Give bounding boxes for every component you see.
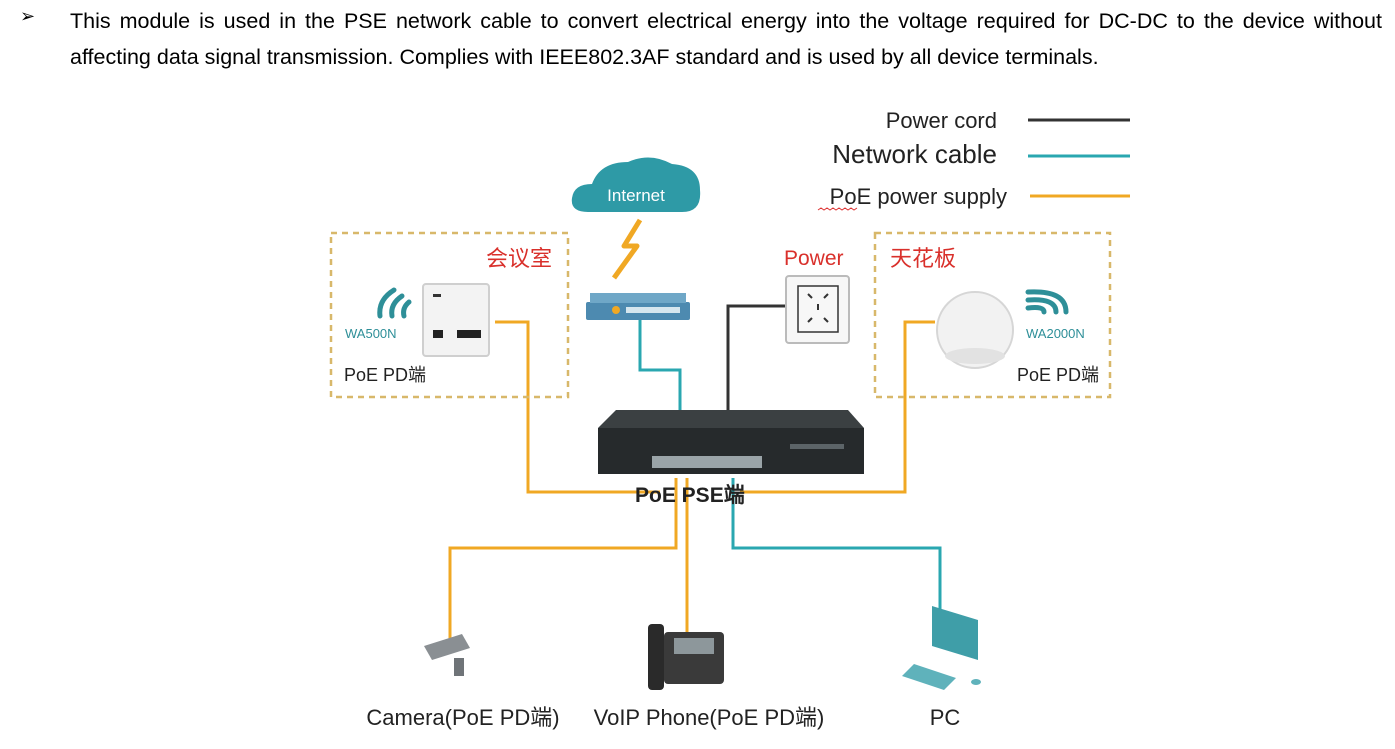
- wall-ap-port-1: [433, 330, 443, 338]
- router-ports: [626, 307, 680, 313]
- poe-switch: PoE PSE端: [598, 410, 864, 507]
- ceiling-ap-shadow: [945, 348, 1005, 364]
- internet-cloud: Internet: [571, 157, 701, 212]
- legend: Power cord Network cable PoE power suppl…: [817, 108, 1130, 211]
- lightning-bolt-icon: [611, 218, 643, 280]
- outlet-slot-4: [807, 317, 813, 323]
- pc-device: PC: [902, 606, 981, 730]
- cloud-icon: [571, 157, 701, 212]
- legend-network-cable-label: Network cable: [832, 139, 997, 169]
- poe-line-left-ap: [495, 320, 660, 494]
- phone-device: VoIP Phone(PoE PD端): [594, 624, 825, 730]
- network-line-pc: [731, 478, 942, 610]
- network-line-router: [638, 318, 682, 418]
- wall-ap-dash: [433, 294, 441, 297]
- camera-mount: [454, 658, 464, 676]
- phone-handset-icon: [648, 624, 664, 690]
- poe-line-camera: [448, 478, 678, 650]
- pc-keyboard: [902, 664, 956, 690]
- router-led: [612, 306, 620, 314]
- legend-poe-supply-label: PoE power supply: [830, 184, 1007, 209]
- meeting-room-label: 会议室: [486, 246, 552, 271]
- intro-paragraph: ➢ This module is used in the PSE network…: [0, 0, 1395, 80]
- power-line-outlet: [726, 304, 790, 418]
- wall-ap-port-2: [457, 330, 481, 338]
- ceiling-label: 天花板: [890, 246, 956, 271]
- phone-label: VoIP Phone(PoE PD端): [594, 705, 825, 730]
- ap-right-model: WA2000N: [1026, 326, 1085, 341]
- poe-line-right-ap: [740, 320, 935, 494]
- pc-mouse: [971, 679, 981, 685]
- wifi-left-icon: [377, 287, 412, 319]
- router-top: [590, 293, 686, 303]
- outlet-slot-1: [807, 293, 813, 299]
- ceiling-ap-device: [936, 291, 1014, 369]
- connections: [448, 218, 942, 650]
- switch-label: PoE PSE端: [635, 484, 745, 507]
- ap-left-role: PoE PD端: [344, 365, 426, 385]
- internet-label: Internet: [607, 186, 665, 205]
- switch-indicator: [790, 444, 844, 449]
- outlet-slot-5: [823, 317, 829, 323]
- right-access-point: 天花板 WA2000N PoE PD端: [890, 246, 1099, 385]
- switch-top: [598, 410, 864, 428]
- outlet-slot-2: [823, 293, 829, 299]
- router: [586, 293, 690, 320]
- ceiling-box: [873, 231, 1112, 399]
- phone-screen: [674, 638, 714, 654]
- camera-label: Camera(PoE PD端): [366, 705, 559, 730]
- camera-device: Camera(PoE PD端): [366, 634, 560, 730]
- left-access-point: 会议室 WA500N PoE PD端: [344, 246, 552, 385]
- intro-text: This module is used in the PSE network c…: [70, 9, 1382, 69]
- pc-monitor-icon: [932, 606, 978, 660]
- power-label: Power: [784, 247, 844, 270]
- pc-label: PC: [930, 705, 961, 730]
- switch-ports: [652, 456, 762, 468]
- wall-ap-device: [422, 283, 490, 357]
- outlet-inner: [797, 285, 839, 333]
- ap-right-role: PoE PD端: [1017, 365, 1099, 385]
- spellcheck-underline: [817, 207, 858, 211]
- bullet-arrow-icon: ➢: [20, 6, 36, 27]
- power-outlet: Power: [784, 247, 850, 344]
- wifi-right-icon: [1025, 289, 1069, 315]
- ap-left-model: WA500N: [345, 326, 397, 341]
- camera-icon: [424, 634, 470, 660]
- meeting-room-box: [329, 231, 570, 399]
- legend-power-cord-label: Power cord: [886, 108, 997, 133]
